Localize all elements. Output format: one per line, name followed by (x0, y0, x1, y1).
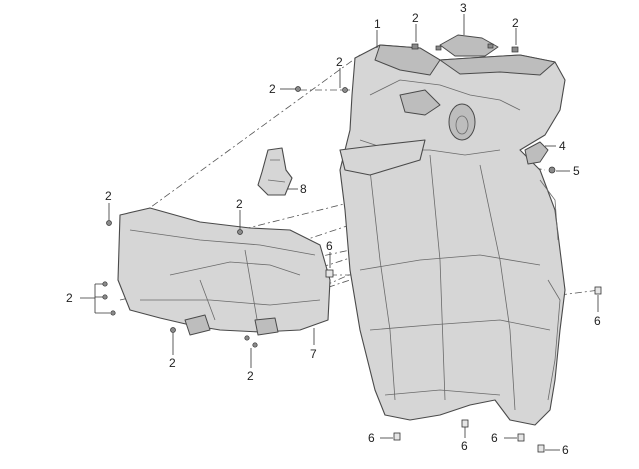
fasteners (102, 43, 602, 453)
callout-2-panel-left: 2 (66, 291, 73, 305)
callout-2-upper-screw: 2 (336, 55, 343, 69)
callout-4: 4 (559, 139, 566, 153)
callout-6-right: 6 (594, 314, 601, 328)
callout-2-panel-top: 2 (105, 189, 112, 203)
side-bracket-part-4 (524, 141, 549, 165)
callout-2-left-screw: 2 (269, 82, 276, 96)
small-bracket-part-8 (257, 147, 293, 196)
callout-5: 5 (573, 164, 580, 178)
callout-6-bottom-far-right: 6 (562, 443, 569, 457)
callout-6-center: 6 (326, 239, 333, 253)
callout-1: 1 (374, 17, 381, 31)
callout-2-panel-mid: 2 (236, 197, 243, 211)
callout-3: 3 (460, 1, 467, 15)
callout-2-top-right: 2 (512, 16, 519, 30)
callout-6-bottom-center: 6 (461, 439, 468, 453)
callout-8: 8 (300, 182, 307, 196)
callout-7: 7 (310, 347, 317, 361)
callout-2-panel-bottom: 2 (169, 356, 176, 370)
callout-2-top-left: 2 (412, 11, 419, 25)
callout-labels: 1 2 3 2 2 2 4 5 8 2 2 6 2 6 2 7 2 6 6 6 … (66, 1, 601, 457)
top-bracket-part-3 (435, 34, 499, 57)
callout-6-bottom-left: 6 (368, 431, 375, 445)
callout-2-lower: 2 (247, 369, 254, 383)
inner-shield-part-1 (339, 44, 566, 426)
lower-panel-part-7 (117, 207, 331, 336)
leader-lines (80, 14, 599, 451)
callout-6-bottom-right: 6 (491, 431, 498, 445)
